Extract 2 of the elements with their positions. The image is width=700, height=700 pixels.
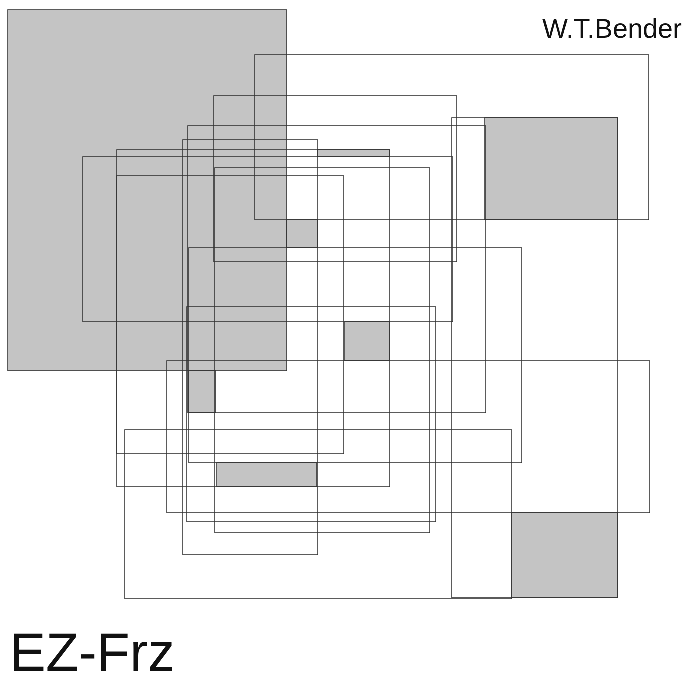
author-name: W.T.Bender	[542, 14, 682, 45]
title: EZ-Frz	[10, 622, 175, 684]
